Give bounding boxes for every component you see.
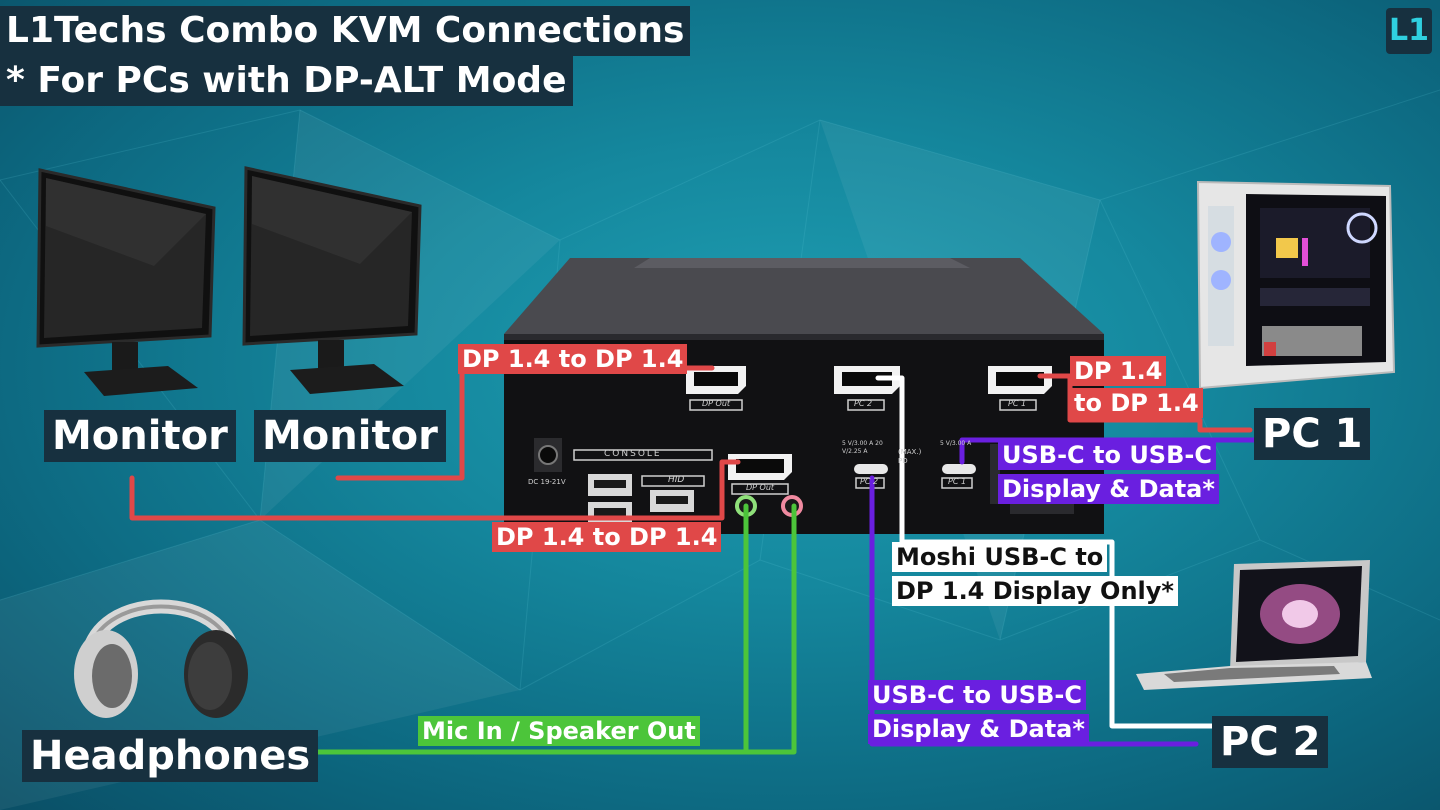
usbc-cable-pc2 (869, 475, 1199, 747)
usbc-pc1-connection-label-line2: Display & Data* (998, 474, 1219, 504)
moshi-connection-label-line2: DP 1.4 Display Only* (892, 576, 1178, 606)
monitor-left-image (36, 168, 216, 396)
pc2-dp-port-label: PC 2 (854, 399, 873, 408)
headphones-label: Headphones (22, 730, 319, 782)
diagram-subtitle: * For PCs with DP-ALT Mode (0, 56, 573, 106)
hid-port-label: HID (668, 475, 685, 485)
pc1-usbc-port-label: PC 1 (948, 477, 967, 486)
laptop-image (1136, 560, 1372, 690)
usbc-power-spec-a: 5 V/3.00 A 20 V/2.25 A (842, 440, 883, 455)
pc1-dp-port-label: PC 1 (1008, 399, 1027, 408)
moshi-connection-label-line1: Moshi USB-C to (892, 542, 1108, 572)
dp-cable-monitor-left (129, 459, 741, 521)
audio-cable-speaker (743, 503, 797, 755)
power-input-label: DC 19-21V (528, 478, 566, 486)
l1-logo-text: L1 (1389, 13, 1429, 48)
dp-bottom-connection-label: DP 1.4 to DP 1.4 (492, 522, 722, 552)
kvm-switch-image (504, 258, 1104, 534)
diagram-title: L1Techs Combo KVM Connections (0, 6, 691, 56)
dp-out-console-label: DP Out (746, 483, 775, 492)
usbc-pc2-connection-label-line2: Display & Data* (868, 714, 1089, 744)
headphones-image (74, 599, 248, 718)
dp-pc1-connection-label-line2: to DP 1.4 (1070, 388, 1203, 418)
usbc-power-spec-b: 5 V/3.00 A (940, 440, 972, 447)
console-port-label: CONSOLE (604, 449, 662, 459)
usbc-pc2-connection-label-line1: USB-C to USB-C (868, 680, 1086, 710)
usbc-pc1-connection-label-line1: USB-C to USB-C (998, 440, 1216, 470)
monitor-right-image (242, 166, 422, 394)
pc2-label: PC 2 (1212, 716, 1329, 768)
pc1-case-image (1196, 180, 1396, 390)
pc2-usbc-port-label: PC 2 (860, 477, 879, 486)
dp-top-connection-label: DP 1.4 to DP 1.4 (458, 344, 688, 374)
audio-connection-label: Mic In / Speaker Out (418, 716, 700, 746)
dp-pc1-connection-label-line1: DP 1.4 (1070, 356, 1167, 386)
l1-logo: L1 (1386, 8, 1432, 54)
dp-out-top-label: DP Out (702, 399, 731, 408)
monitor-right-label: Monitor (254, 410, 446, 462)
pc1-label: PC 1 (1254, 408, 1371, 460)
max-pd-label: (MAX.) PD (898, 448, 922, 465)
dp-cable-pc1 (1037, 373, 1253, 433)
monitor-left-label: Monitor (44, 410, 236, 462)
